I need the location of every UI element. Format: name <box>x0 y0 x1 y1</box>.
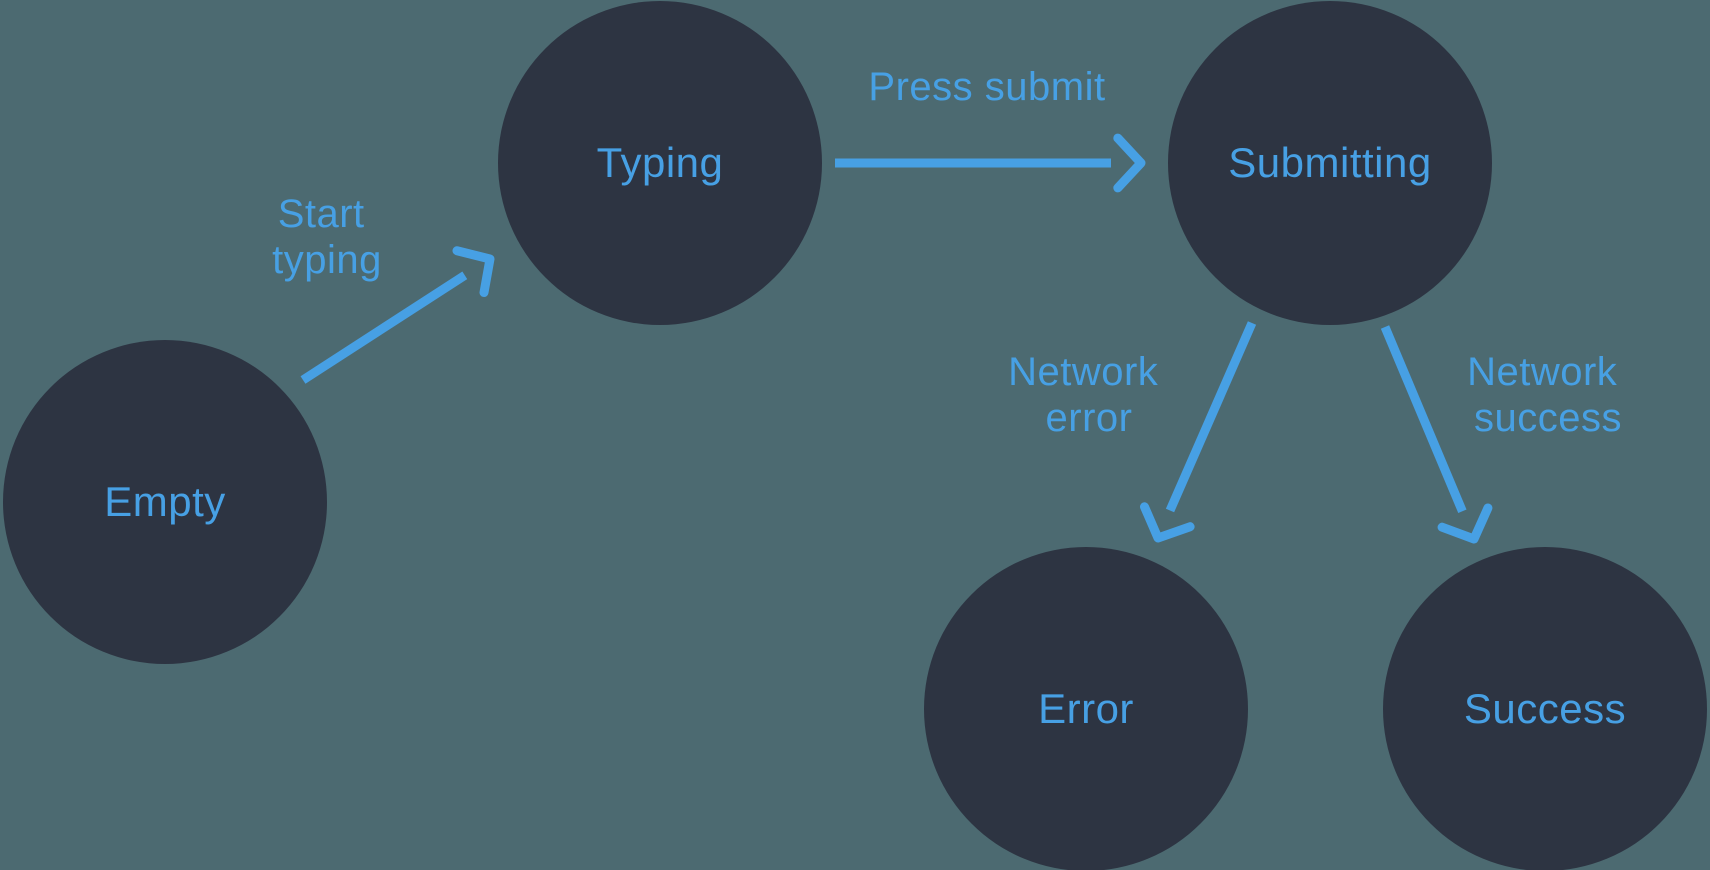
state-node-error: Error <box>924 547 1248 870</box>
state-label: Error <box>1038 685 1134 732</box>
state-label: Empty <box>104 478 226 525</box>
state-node-typing: Typing <box>498 1 822 325</box>
transition-empty-to-typing: Start typing <box>272 192 495 384</box>
transition-submitting-to-success: Network success <box>1380 325 1629 544</box>
state-circle <box>1383 547 1707 870</box>
state-circle <box>498 1 822 325</box>
arrowhead-icon <box>1113 133 1146 193</box>
transition-arrow-shaft <box>300 271 468 384</box>
arrowhead-icon <box>452 246 495 297</box>
state-node-empty: Empty <box>3 340 327 664</box>
state-circle <box>924 547 1248 870</box>
arrowhead-icon <box>1437 503 1493 544</box>
state-circle <box>3 340 327 664</box>
state-node-success: Success <box>1383 547 1707 870</box>
transition-submitting-to-error: Network error <box>1008 321 1257 543</box>
arrowhead-icon <box>1140 502 1195 543</box>
transition-typing-to-submitting: Press submit <box>835 65 1146 193</box>
transition-arrow-shaft <box>1380 325 1467 514</box>
state-label: Typing <box>597 139 724 186</box>
transition-label-network-success: Network success <box>1467 350 1629 440</box>
transition-label-network-error: Network error <box>1008 350 1170 440</box>
transition-label-press-submit: Press submit <box>868 65 1105 109</box>
state-node-submitting: Submitting <box>1168 1 1492 325</box>
state-circle <box>1168 1 1492 325</box>
state-label: Submitting <box>1228 139 1431 186</box>
transition-arrow-shaft <box>1165 321 1257 513</box>
state-label: Success <box>1464 685 1626 732</box>
transition-label-start-typing: Start typing <box>272 192 382 282</box>
